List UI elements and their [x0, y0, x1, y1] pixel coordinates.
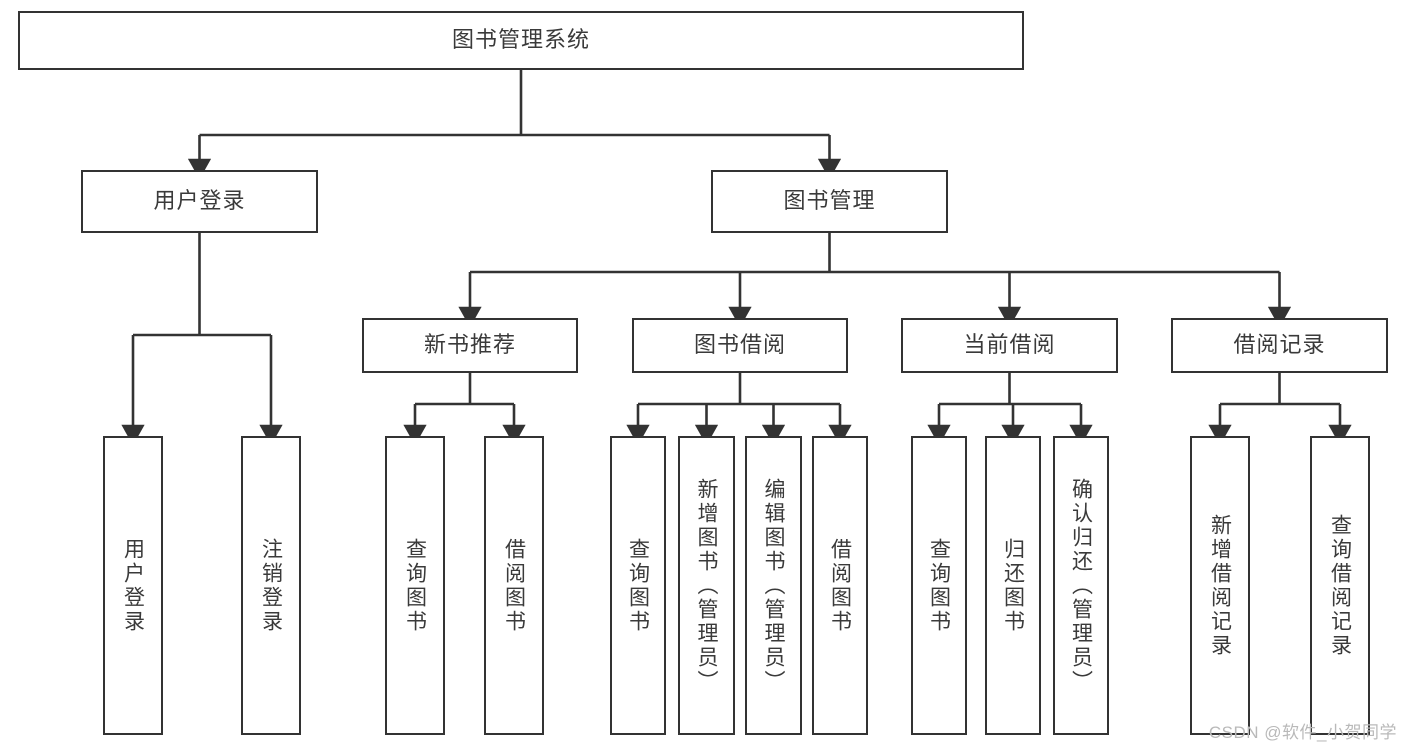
node-leaf-current-1[interactable]: 查询图书: [911, 436, 967, 735]
node-label: 当前借阅: [963, 332, 1056, 358]
node-label: 查询图书: [927, 537, 951, 634]
node-label: 归还图书: [1001, 537, 1025, 634]
node-newbook[interactable]: 新书推荐: [362, 318, 578, 373]
node-label: 借阅图书: [828, 537, 852, 634]
node-root[interactable]: 图书管理系统: [18, 11, 1024, 70]
node-label: 确认归还（管理员）: [1069, 477, 1093, 694]
node-leaf-borrow-2[interactable]: 新增图书（管理员）: [678, 436, 735, 735]
node-leaf-current-2[interactable]: 归还图书: [985, 436, 1041, 735]
node-label: 图书借阅: [693, 332, 786, 358]
node-label: 查询图书: [403, 537, 427, 634]
node-label: 借阅记录: [1233, 332, 1326, 358]
node-label: 查询借阅记录: [1328, 513, 1352, 658]
node-leaf-records-1[interactable]: 新增借阅记录: [1190, 436, 1250, 735]
node-label: 新书推荐: [423, 332, 516, 358]
node-leaf-login-1[interactable]: 用户登录: [103, 436, 163, 735]
node-label: 新增借阅记录: [1208, 513, 1232, 658]
node-current[interactable]: 当前借阅: [901, 318, 1118, 373]
node-borrow[interactable]: 图书借阅: [632, 318, 848, 373]
node-bookmgmt[interactable]: 图书管理: [711, 170, 948, 233]
node-label: 注销登录: [259, 537, 283, 634]
node-leaf-borrow-3[interactable]: 编辑图书（管理员）: [745, 436, 802, 735]
node-leaf-borrow-1[interactable]: 查询图书: [610, 436, 666, 735]
node-leaf-current-3[interactable]: 确认归还（管理员）: [1053, 436, 1109, 735]
watermark: CSDN @软件_小贺同学: [1208, 723, 1397, 742]
node-label: 查询图书: [626, 537, 650, 634]
node-records[interactable]: 借阅记录: [1171, 318, 1388, 373]
node-label: 新增图书（管理员）: [695, 477, 719, 694]
node-label: 图书管理: [783, 188, 876, 214]
node-label: 编辑图书（管理员）: [762, 477, 786, 694]
node-label: 借阅图书: [502, 537, 526, 634]
node-label: 用户登录: [121, 537, 145, 634]
node-leaf-records-2[interactable]: 查询借阅记录: [1310, 436, 1370, 735]
node-leaf-newbook-2[interactable]: 借阅图书: [484, 436, 544, 735]
node-leaf-borrow-4[interactable]: 借阅图书: [812, 436, 868, 735]
node-leaf-login-2[interactable]: 注销登录: [241, 436, 301, 735]
node-leaf-newbook-1[interactable]: 查询图书: [385, 436, 445, 735]
node-label: 用户登录: [153, 188, 246, 214]
node-login[interactable]: 用户登录: [81, 170, 318, 233]
node-label: 图书管理系统: [451, 27, 590, 53]
